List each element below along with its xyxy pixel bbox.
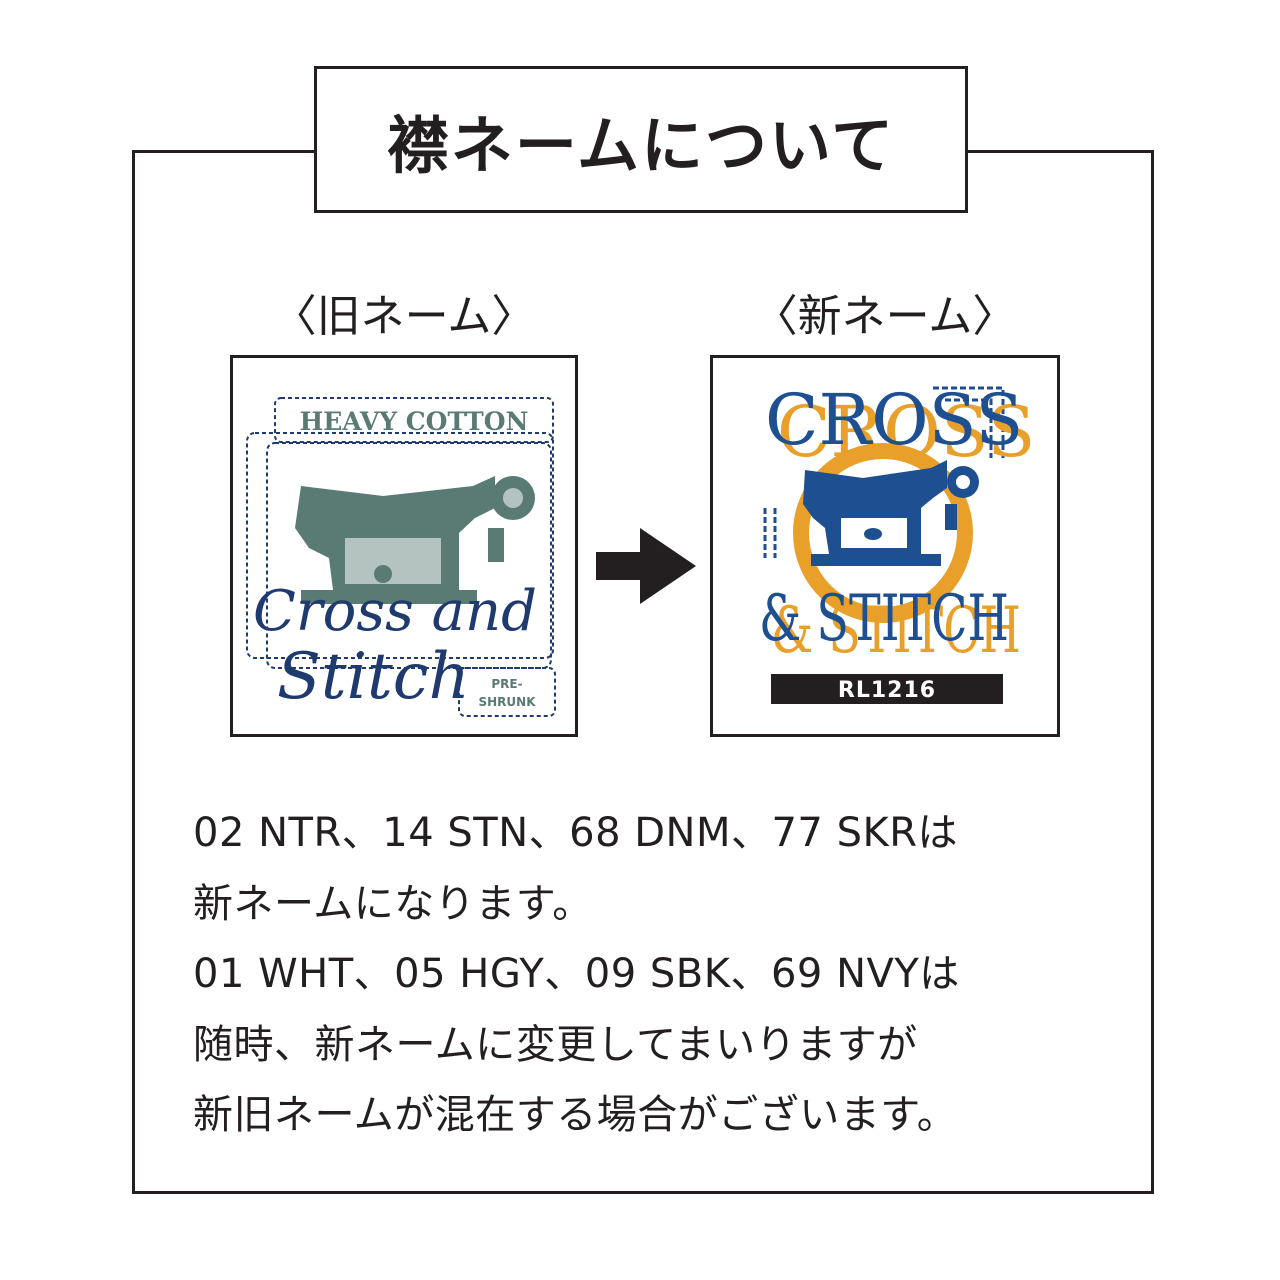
stitch-frame-main <box>246 432 554 659</box>
new-label-caption: 〈新ネーム〉 <box>753 291 1017 342</box>
description-line-4: 随時、新ネームに変更してまいりますが <box>193 1021 918 1068</box>
old-label-script-line2: Stitch <box>277 640 470 714</box>
orange-ring <box>793 443 973 623</box>
badge-line1: PRE- <box>491 677 522 691</box>
badge-frame <box>458 667 556 717</box>
new-label-text-bottom: & STITCH <box>759 582 1009 656</box>
cross-shadow: CROSS <box>777 391 1035 473</box>
description-line-2: 新ネームになります。 <box>193 880 593 927</box>
description-line-3: 01 WHT、05 HGY、09 SBK、69 NVYは <box>193 951 960 997</box>
stitch-frame-top <box>274 397 554 443</box>
title-box: 襟ネームについて <box>314 66 968 213</box>
new-label-text-top: CROSS <box>765 379 1023 461</box>
old-label-caption: 〈旧ネーム〉 <box>272 291 536 342</box>
bracket-top-right <box>933 386 1005 458</box>
description: 02 NTR、14 STN、68 DNM、77 SKRは 新ネームになります。 … <box>193 798 1133 1151</box>
description-line-5: 新旧ネームが混在する場合がございます。 <box>193 1092 958 1138</box>
old-label-image: HEAVY COTTON Cross and Stitch PRE- SHRUN… <box>230 355 578 737</box>
description-line-1: 02 NTR、14 STN、68 DNM、77 SKRは <box>193 810 958 856</box>
stitch-shadow: & STITCH <box>771 594 1021 668</box>
old-label-script-line1: Cross and <box>253 579 537 644</box>
stitch-frame-inner <box>266 442 552 669</box>
sewing-machine-icon <box>803 460 979 566</box>
old-label-header: HEAVY COTTON <box>300 407 529 436</box>
code-bar <box>771 674 1003 704</box>
page-title: 襟ネームについて <box>386 108 896 182</box>
right-arrow-icon <box>596 528 696 604</box>
new-label-code: RL1216 <box>838 678 936 703</box>
new-label-image: CROSS CROSS & STITCH & STITCH RL1216 <box>710 355 1060 737</box>
badge-line2: SHRUNK <box>478 695 536 709</box>
